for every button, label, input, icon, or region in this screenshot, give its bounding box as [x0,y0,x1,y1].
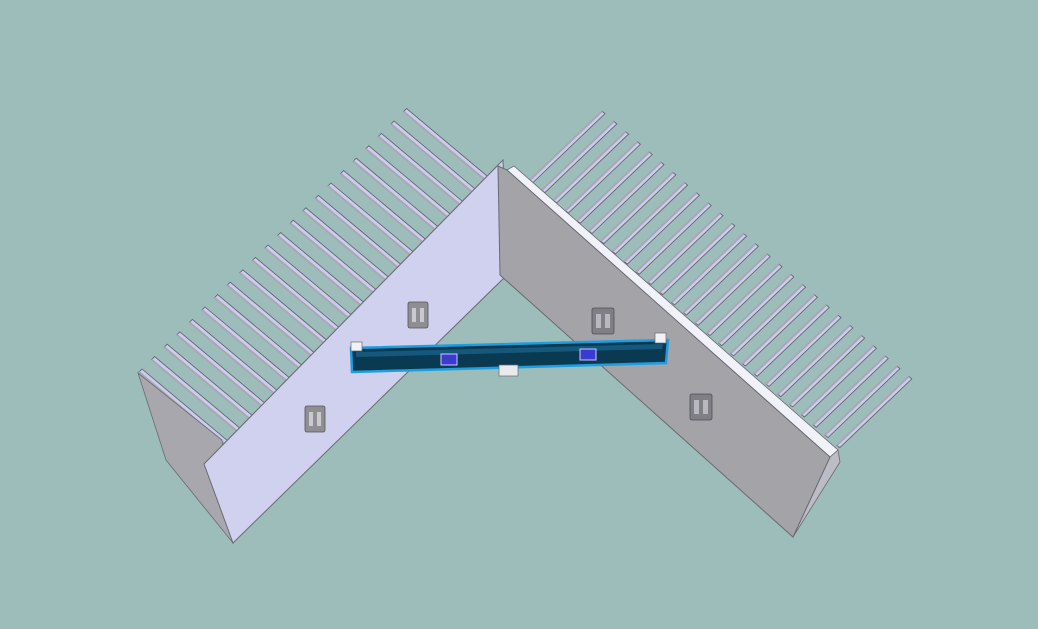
right-heatsink-fin-shadow [635,202,709,273]
left-clip-lower [304,405,326,433]
right-heatsink-fin-shadow [753,304,827,375]
right-heatsink-fin-shadow [777,324,851,395]
right-heatsink-fin-shadow [729,283,804,355]
right-heatsink-fin-shadow [682,243,757,314]
left-heatsink-fin-shadow [201,309,303,395]
right-heatsink-fin-shadow [718,273,792,344]
right-clip-upper [591,307,615,335]
left-heatsink-fin-shadow [188,321,290,407]
right-clip-lower [689,393,713,421]
right-heatsink-fin-shadow [836,375,910,446]
bracket-highlight [356,344,663,357]
right-heatsink[interactable] [497,110,913,538]
left-heatsink[interactable] [137,108,508,545]
bracket-end-tab-right [654,332,667,344]
right-heatsink-fin-shadow [659,222,733,293]
right-heatsink-fin-shadow [800,345,875,416]
mounting-bracket[interactable] [349,332,670,377]
bracket-pad-left [440,353,458,366]
right-heatsink-fin-shadow [611,181,686,253]
left-heatsink-fin-shadow [150,358,252,444]
right-heatsink-fin-shadow [529,110,603,181]
bracket-pad-right [579,348,597,361]
right-heatsink-fin-shadow [552,130,627,202]
right-heatsink-fin-shadow [600,171,674,242]
right-heatsink-fin-shadow [541,120,615,191]
right-heatsink-fin [529,110,606,184]
right-heatsink-fin-shadow [706,263,780,334]
right-heatsink-fin-shadow [694,253,768,324]
right-heatsink-fin-shadow [824,365,898,436]
right-heatsink-fins [529,110,913,449]
left-heatsink-fins [138,108,507,457]
right-heatsink-fin-shadow [576,151,650,222]
right-heatsink-fin-shadow [765,314,839,385]
left-clip-upper [407,301,429,329]
right-heatsink-fin-shadow [812,355,886,426]
left-heatsink-fin-shadow [163,346,265,432]
bracket-end-tab-left [350,341,363,352]
left-heatsink-fin-shadow [226,284,328,370]
right-heatsink-fin-shadow [670,232,745,304]
right-heatsink-fin-shadow [788,334,863,406]
right-heatsink-fin-shadow [647,212,721,283]
bracket-center-tab [498,364,519,377]
right-heatsink-fin-shadow [588,161,662,232]
right-heatsink-fin-shadow [741,294,816,365]
right-heatsink-fin-shadow [564,141,639,212]
left-heatsink-fin-shadow [176,334,278,420]
left-heatsink-fin-shadow [213,296,315,382]
right-heatsink-fin-shadow [623,192,698,263]
